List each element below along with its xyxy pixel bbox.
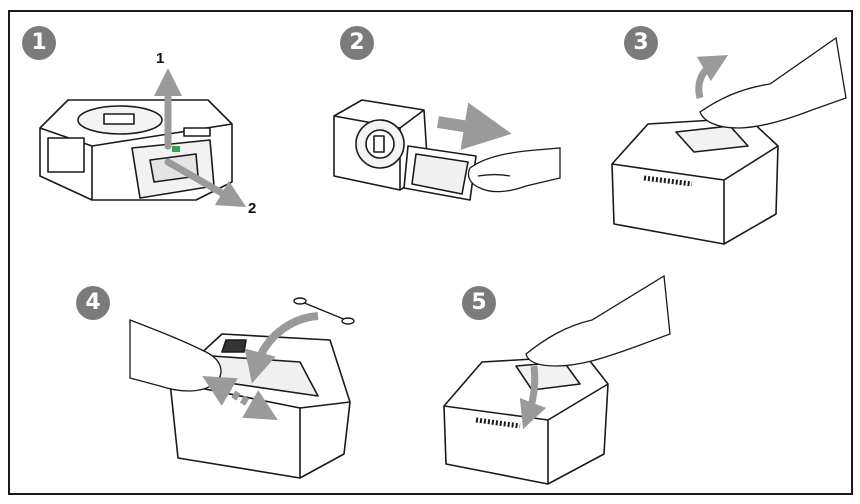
callout-label-1: 1	[156, 50, 165, 67]
arrow-icon	[202, 312, 319, 421]
hand-icon	[525, 274, 671, 367]
latch-icon	[172, 146, 180, 152]
arrow-icon	[437, 102, 512, 150]
printer-icon	[611, 117, 779, 245]
hand-icon	[467, 147, 561, 193]
arrow-icon	[519, 365, 547, 430]
step-badge-5: 5	[462, 286, 496, 320]
printer-icon	[443, 355, 609, 485]
hand-icon	[129, 319, 222, 392]
hand-icon	[699, 36, 847, 129]
arrow-icon	[154, 68, 247, 207]
ribbon-cartridge-icon	[333, 99, 477, 201]
callout-label-2: 2	[248, 200, 257, 217]
step-badge-1: 1	[22, 26, 56, 60]
step-badge-2: 2	[340, 26, 374, 60]
arrow-icon	[695, 55, 729, 99]
cotton-swab-icon	[293, 297, 355, 325]
instruction-frame	[8, 10, 853, 495]
step-badge-4: 4	[76, 286, 110, 320]
step-badge-3: 3	[624, 26, 658, 60]
